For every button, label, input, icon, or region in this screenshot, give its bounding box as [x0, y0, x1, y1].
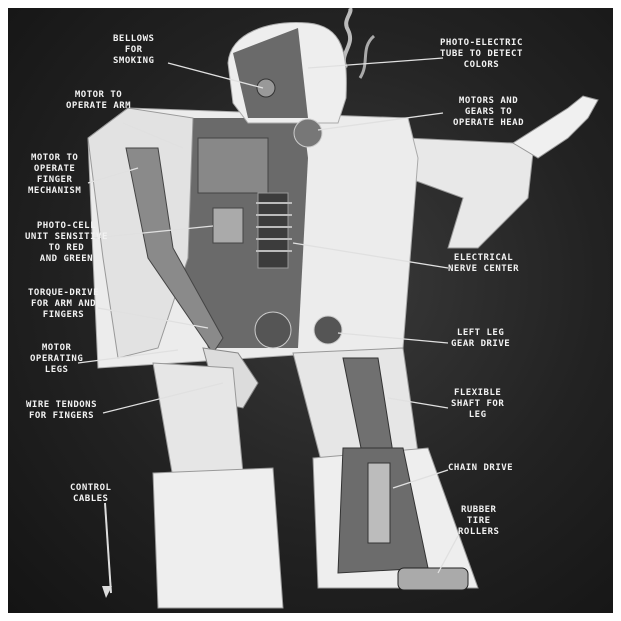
raised-hand: [513, 96, 598, 158]
label-motor-arm: MOTOR TO OPERATE ARM: [66, 90, 131, 112]
label-torque-drive: TORQUE-DRIVE FOR ARM AND FINGERS: [28, 288, 99, 321]
gear-drive-2: [314, 316, 342, 344]
label-bellows: BELLOWS FOR SMOKING: [113, 34, 154, 67]
left-thigh: [153, 363, 243, 478]
label-motor-legs: MOTOR OPERATING LEGS: [30, 343, 83, 376]
raised-arm: [406, 138, 533, 248]
nerve-center-coils: [258, 193, 288, 268]
left-boot: [153, 468, 283, 608]
arm-motor: [198, 138, 268, 193]
chain-drive-unit: [368, 463, 390, 543]
label-chain-drive: CHAIN DRIVE: [448, 463, 513, 474]
label-motor-finger: MOTOR TO OPERATE FINGER MECHANISM: [28, 153, 81, 197]
label-rubber-tire-rollers: RUBBER TIRE ROLLERS: [458, 505, 499, 538]
label-photo-electric-tube: PHOTO-ELECTRIC TUBE TO DETECT COLORS: [440, 38, 523, 71]
diagram-frame: BELLOWS FOR SMOKING PHOTO-ELECTRIC TUBE …: [8, 8, 613, 613]
label-photo-cell: PHOTO-CELL UNIT SENSITIVE TO RED AND GRE…: [25, 221, 108, 265]
label-flexible-shaft: FLEXIBLE SHAFT FOR LEG: [451, 388, 504, 421]
label-electrical-nerve-center: ELECTRICAL NERVE CENTER: [448, 253, 519, 275]
bellows-unit: [257, 79, 275, 97]
gear-drive: [255, 312, 291, 348]
head-gears: [294, 119, 322, 147]
label-wire-tendons: WIRE TENDONS FOR FINGERS: [26, 400, 97, 422]
control-cable-arrow: [105, 503, 111, 593]
rubber-rollers: [398, 568, 468, 590]
label-left-leg-gear: LEFT LEG GEAR DRIVE: [451, 328, 510, 350]
smoke-wisp-2: [360, 36, 374, 78]
photo-cell-box: [213, 208, 243, 243]
label-motors-gears-head: MOTORS AND GEARS TO OPERATE HEAD: [453, 96, 524, 129]
label-control-cables: CONTROL CABLES: [70, 483, 111, 505]
